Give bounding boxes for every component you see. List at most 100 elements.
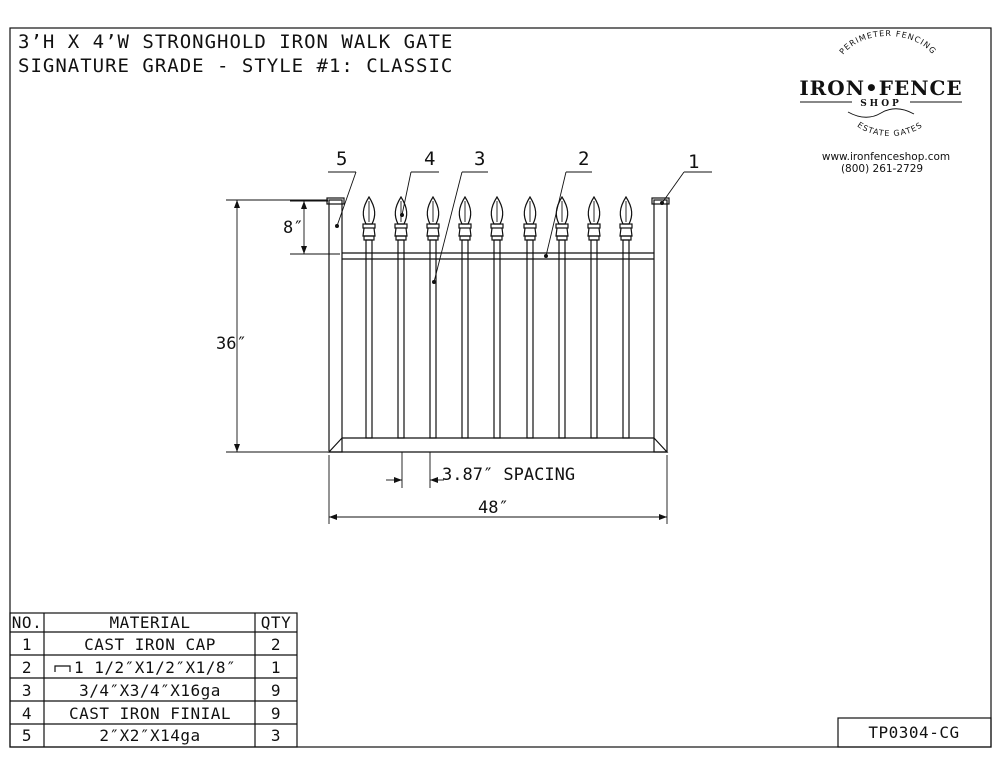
table-header: NO. MATERIAL QTY — [12, 613, 291, 632]
finial-collar — [619, 223, 633, 229]
drawing-number: TP0304-CG — [868, 723, 959, 742]
finial-base — [362, 227, 376, 237]
finial-ring — [588, 235, 600, 241]
row-qty: 3 — [271, 726, 281, 745]
callout-label: 3 — [474, 148, 485, 170]
row-no: 2 — [22, 658, 32, 677]
picket-bar — [397, 239, 405, 439]
picket-bar — [365, 239, 373, 439]
finial-base — [555, 227, 569, 237]
row-material: CAST IRON FINIAL — [69, 704, 231, 723]
header-no: NO. — [12, 613, 42, 632]
row-qty: 9 — [271, 681, 281, 700]
finial-collar — [587, 223, 601, 229]
finial-ring — [363, 235, 375, 241]
parts-table: NO. MATERIAL QTY 1 CAST IRON CAP 2 2 1 1… — [9, 612, 298, 748]
picket-bar — [493, 239, 501, 439]
dimension-label: 48″ — [478, 498, 509, 518]
row-qty: 2 — [271, 635, 281, 654]
row-material: 3/4″X3/4″X16ga — [79, 681, 221, 700]
table-row: 4 CAST IRON FINIAL 9 — [22, 704, 281, 723]
finial-ring — [620, 235, 632, 241]
picket — [394, 195, 408, 439]
dimension-gate-width: 48″ — [328, 455, 668, 524]
row-qty: 9 — [271, 704, 281, 723]
logo-brand: IRON•FENCE — [799, 76, 962, 100]
left-post — [328, 199, 343, 453]
row-no: 5 — [22, 726, 32, 745]
callout-1: 1 — [660, 151, 712, 205]
finial-base — [619, 227, 633, 237]
callout-label: 2 — [578, 148, 589, 170]
finial-collar — [555, 223, 569, 229]
picket-bar — [590, 239, 598, 439]
finial-collar — [523, 223, 537, 229]
header-qty: QTY — [261, 613, 291, 632]
callout-label: 5 — [336, 148, 347, 170]
picket — [362, 195, 376, 439]
dimension-finial-height: 8″ — [283, 200, 340, 255]
row-material: CAST IRON CAP — [84, 635, 216, 654]
picket-bar — [429, 239, 437, 439]
finial-base — [587, 227, 601, 237]
header-material: MATERIAL — [109, 613, 190, 632]
row-no: 4 — [22, 704, 32, 723]
finial-collar — [490, 223, 504, 229]
callout-5: 5 — [328, 148, 357, 228]
dimension-label: 36″ — [216, 334, 247, 354]
finial-ring — [395, 235, 407, 241]
dimension-label: 3.87″ SPACING — [442, 465, 575, 485]
callout-4: 4 — [400, 148, 439, 217]
picket-bar — [461, 239, 469, 439]
finial-base — [394, 227, 408, 237]
table-row: 5 2″X2″X14ga 3 — [22, 726, 281, 745]
title-line-1: 3’H X 4’W STRONGHOLD IRON WALK GATE — [18, 31, 453, 53]
drawing-number-box: TP0304-CG — [837, 717, 992, 748]
callout-3: 3 — [432, 148, 488, 284]
finial-base — [523, 227, 537, 237]
logo-brand-sub: SHOP — [860, 99, 902, 109]
row-material: 2″X2″X14ga — [99, 726, 200, 745]
logo-phone: (800) 261-2729 — [841, 163, 923, 175]
table-row: 3 3/4″X3/4″X16ga 9 — [22, 681, 281, 700]
row-qty: 1 — [271, 658, 281, 677]
picket — [458, 195, 472, 439]
logo-website: www.ironfenceshop.com — [822, 151, 950, 163]
finial-base — [426, 227, 440, 237]
row-no: 3 — [22, 681, 32, 700]
logo-arc-top: PERIMETER FENCING — [838, 29, 938, 56]
company-logo: PERIMETER FENCING IRON•FENCE SHOP ESTATE… — [799, 29, 962, 175]
finial-collar — [362, 223, 376, 229]
finial-ring — [524, 235, 536, 241]
picket — [555, 195, 569, 439]
dimension-spacing: 3.87″ SPACING — [386, 452, 575, 488]
picket-bar — [526, 239, 534, 439]
gate-drawing — [326, 195, 670, 453]
picket — [490, 195, 504, 439]
finial-ring — [556, 235, 568, 241]
right-post — [653, 199, 668, 453]
finial-collar — [458, 223, 472, 229]
finial-ring — [459, 235, 471, 241]
row-material: 1 1/2″X1/2″X1/8″ — [74, 658, 236, 677]
finial-collar — [394, 223, 408, 229]
picket — [523, 195, 537, 439]
sheet-border — [9, 27, 992, 748]
title-line-2: SIGNATURE GRADE - STYLE #1: CLASSIC — [18, 55, 453, 77]
finial-collar — [426, 223, 440, 229]
callout-label: 1 — [688, 151, 699, 173]
finial-ring — [427, 235, 439, 241]
channel-icon — [54, 665, 71, 672]
logo-swash-icon — [847, 108, 915, 118]
callout-label: 4 — [424, 148, 435, 170]
callout-2: 2 — [544, 148, 592, 258]
picket-bar — [622, 239, 630, 439]
table-row: 1 CAST IRON CAP 2 — [22, 635, 281, 654]
dimension-gate-height: 36″ — [216, 199, 328, 453]
picket — [619, 195, 633, 439]
picket-bar — [558, 239, 566, 439]
logo-arc-bottom: ESTATE GATES — [856, 120, 925, 138]
gate-base — [327, 437, 669, 453]
picket — [426, 195, 440, 439]
